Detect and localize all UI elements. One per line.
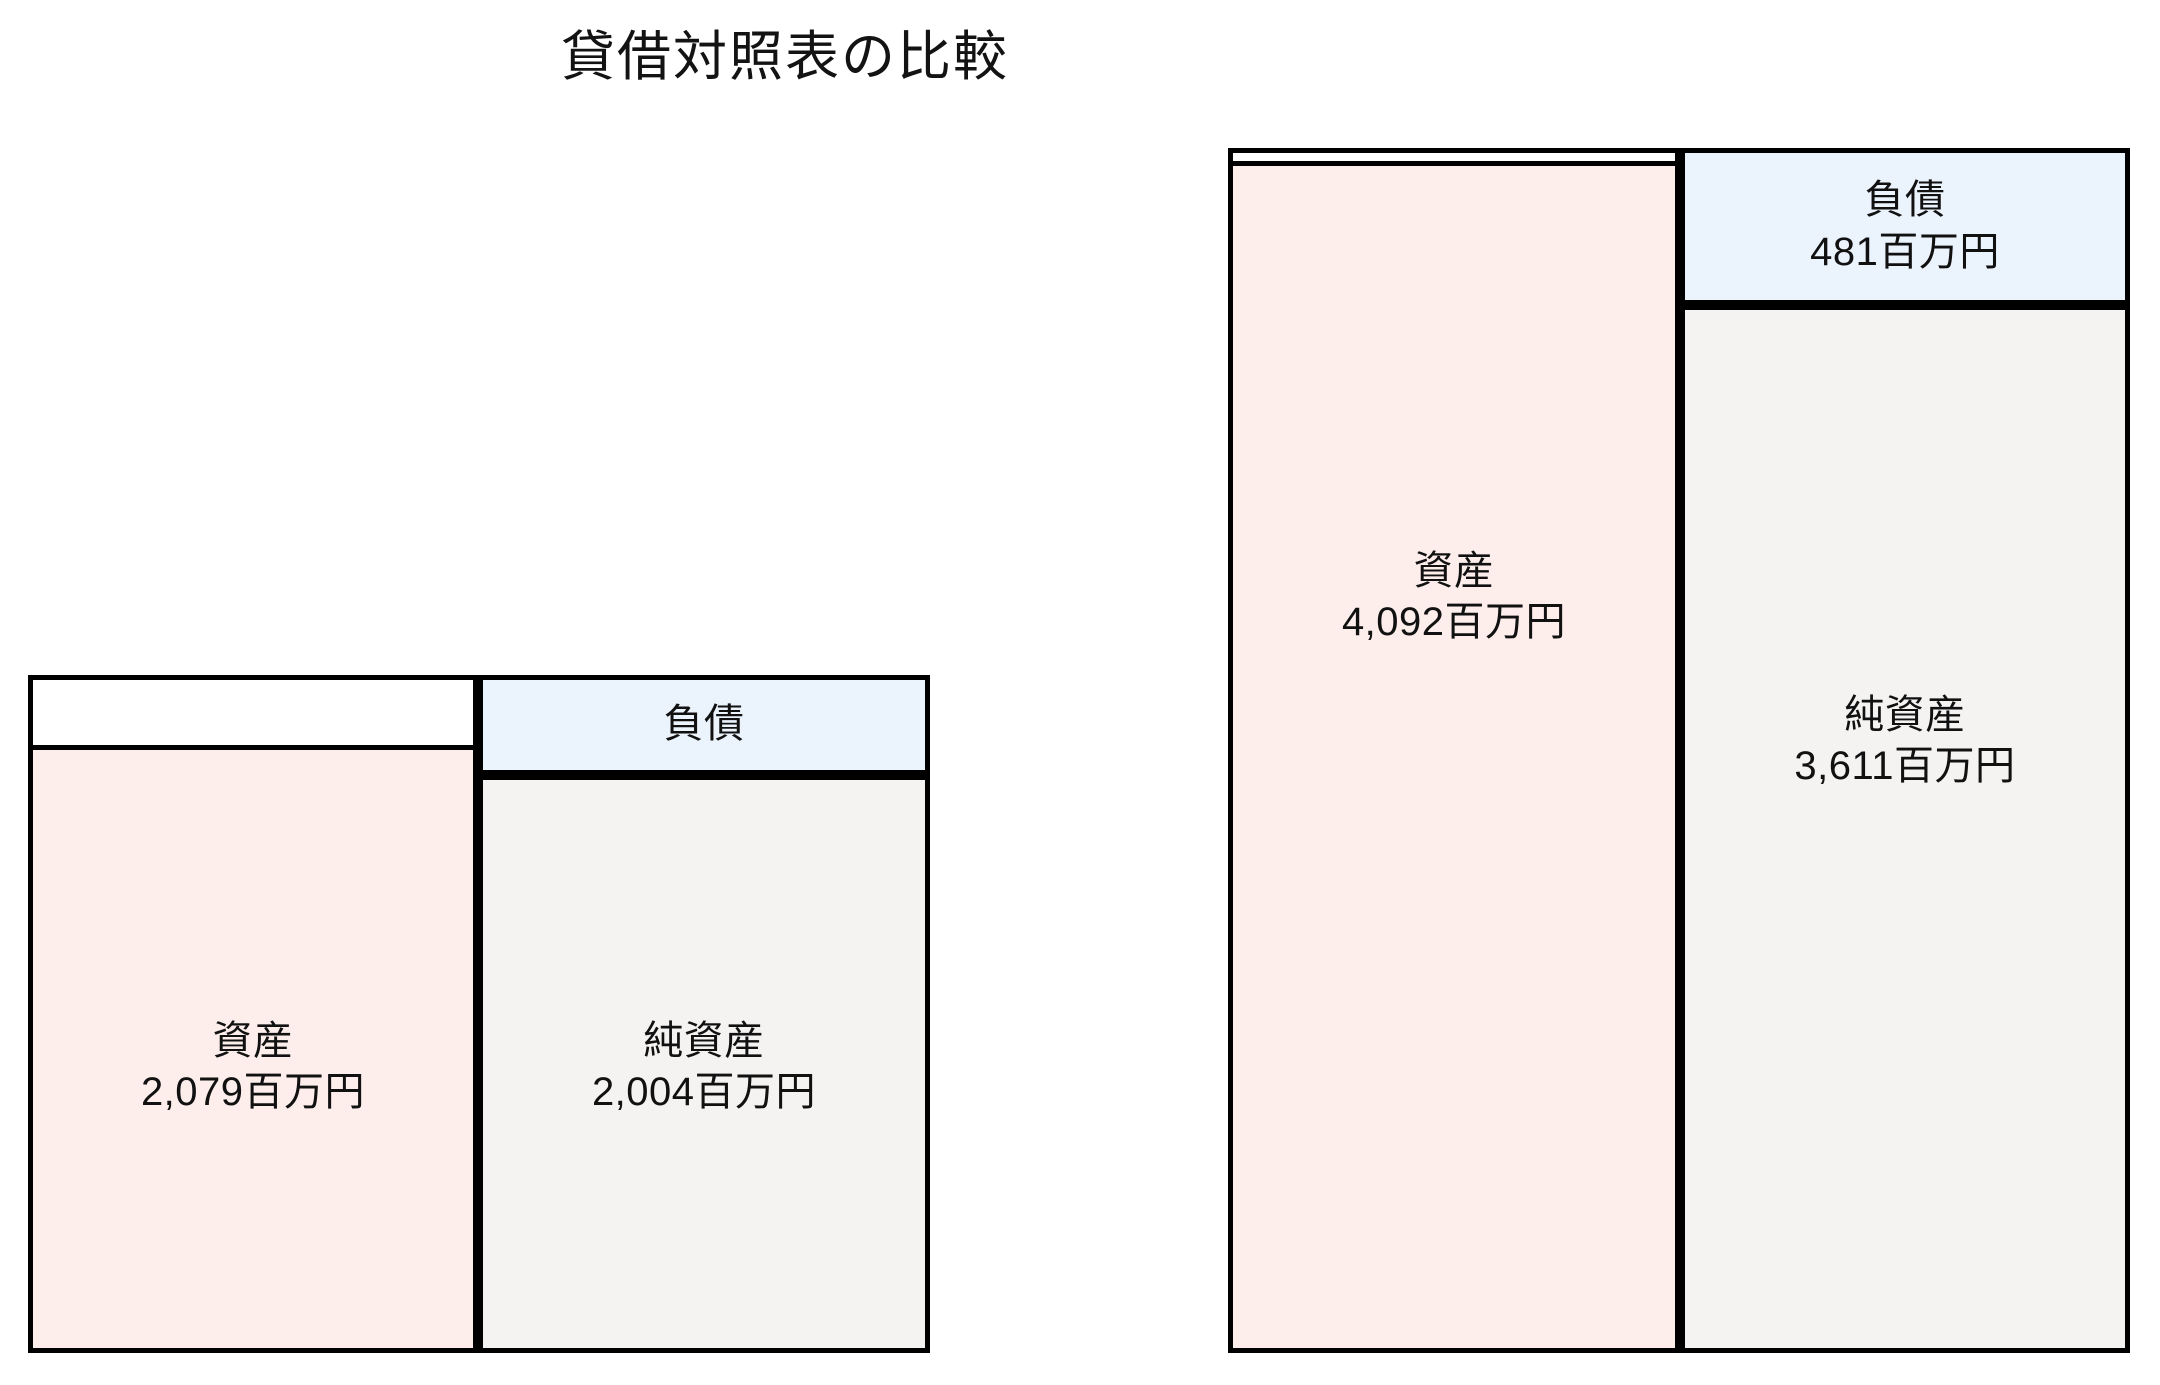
right-asset-block[interactable]: 資産 4,092百万円 [1228, 161, 1680, 1353]
left-asset-headroom-block [28, 675, 478, 750]
left-liability-block[interactable]: 負債 [478, 675, 930, 775]
right-liability-block[interactable]: 負債 481百万円 [1680, 148, 2130, 305]
left-asset-block[interactable]: 資産 2,079百万円 [28, 745, 478, 1353]
left-asset-label: 資産 2,079百万円 [140, 1018, 366, 1114]
left-liability-label: 負債 [663, 702, 745, 747]
right-balance-sheet-chart: 資産 4,092百万円 負債 481百万円 純資産 3,611百万円 [1228, 148, 2130, 1353]
right-asset-label: 資産 4,092百万円 [1341, 549, 1567, 645]
left-equity-block[interactable]: 純資産 2,004百万円 [478, 775, 930, 1353]
right-equity-block[interactable]: 純資産 3,611百万円 [1680, 305, 2130, 1353]
page-title: 貸借対照表の比較 [561, 27, 1009, 87]
left-balance-sheet-chart: 資産 2,079百万円 負債 純資産 2,004百万円 [28, 675, 930, 1353]
left-equity-label: 純資産 2,004百万円 [591, 1018, 817, 1114]
right-liability-label: 負債 481百万円 [1810, 178, 2000, 274]
right-equity-label: 純資産 3,611百万円 [1794, 693, 2016, 789]
